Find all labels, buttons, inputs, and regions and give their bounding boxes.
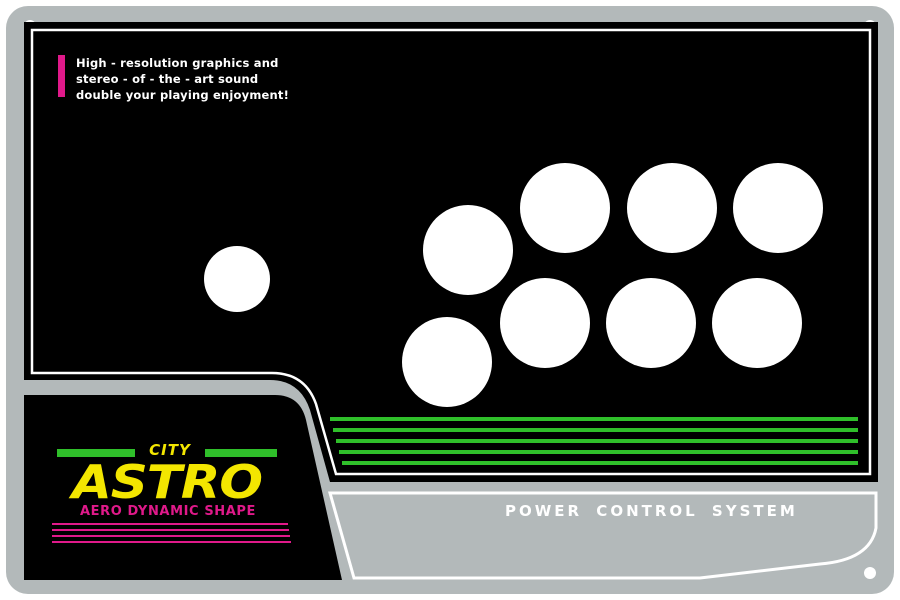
power-label-bar [328, 491, 878, 580]
tagline-accent-bar [58, 55, 65, 97]
tagline-text: High - resolution graphics and stereo - … [76, 55, 298, 103]
button-top-2[interactable] [520, 163, 610, 253]
button-bottom-4[interactable] [712, 278, 802, 368]
green-stripe-5 [342, 461, 858, 465]
logo-subtitle-text: AERO DYNAMIC SHAPE [79, 504, 257, 519]
green-stripe-3 [336, 439, 858, 443]
logo-magenta-line-2 [52, 529, 289, 531]
green-stripe-4 [339, 450, 858, 454]
green-stripe-2 [333, 428, 858, 432]
logo-magenta-line-4 [52, 541, 291, 543]
screw-hole-bottom-right [864, 567, 876, 579]
logo-green-bar-left [57, 449, 135, 457]
tagline-line-1: High - resolution graphics and [76, 56, 279, 70]
button-bottom-1[interactable] [402, 317, 492, 407]
button-top-1[interactable] [423, 205, 513, 295]
logo-panel [24, 395, 342, 580]
button-top-4[interactable] [733, 163, 823, 253]
logo-astro-text: ASTRO [71, 455, 263, 509]
joystick-hole[interactable] [204, 246, 270, 312]
logo-city-text: CITY [149, 441, 191, 459]
button-top-3[interactable] [627, 163, 717, 253]
button-bottom-3[interactable] [606, 278, 696, 368]
green-stripe-1 [330, 417, 858, 421]
logo-magenta-line-1 [52, 523, 288, 525]
tagline-line-3: double your playing enjoyment! [76, 88, 290, 102]
logo-green-bar-right [205, 449, 277, 457]
logo-magenta-line-3 [52, 535, 290, 537]
main-panel-outline [30, 28, 872, 476]
tagline-line-2: stereo - of - the - art sound [76, 72, 259, 86]
button-bottom-2[interactable] [500, 278, 590, 368]
power-control-label: POWER CONTROL SYSTEM [505, 502, 798, 520]
